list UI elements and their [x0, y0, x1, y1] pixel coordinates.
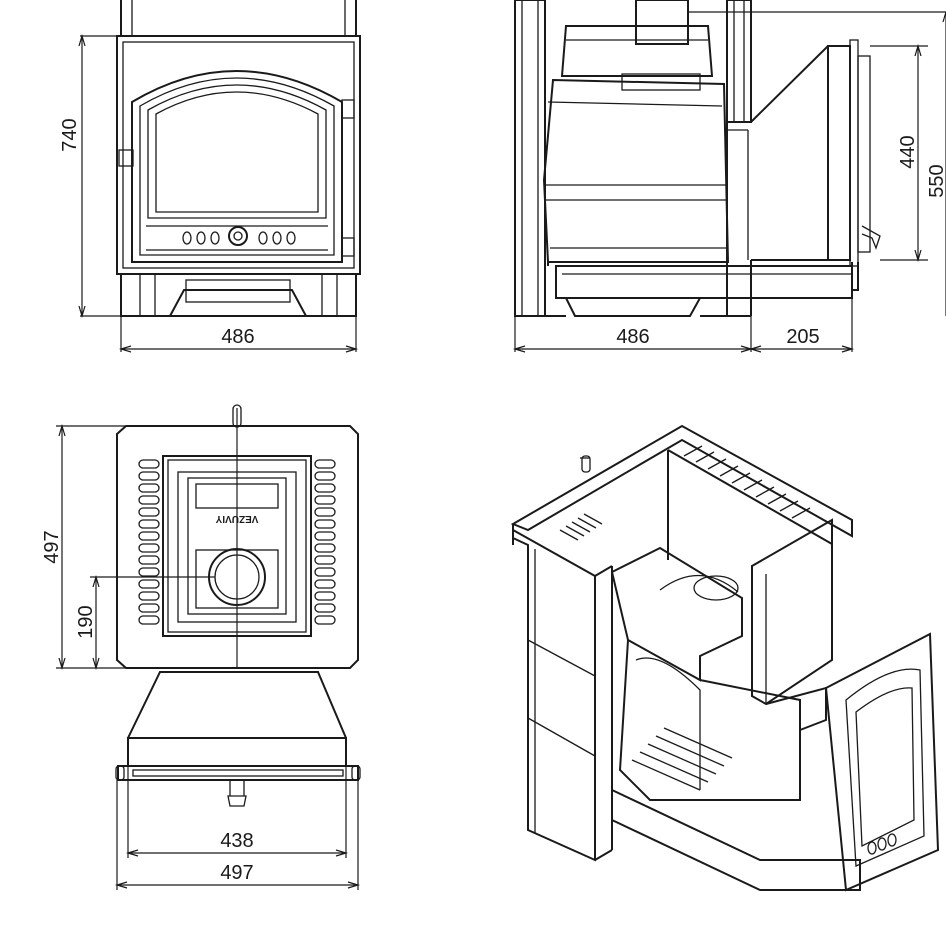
tunnel-height-label: 550	[926, 164, 946, 197]
front-view: 740 486	[59, 0, 361, 353]
inner-width-label: 438	[220, 830, 253, 852]
side-view: 486 205 440 550	[512, 0, 946, 353]
firebox-top	[162, 455, 312, 637]
top-view: VEZUVIY 497 190	[41, 404, 361, 890]
isometric-view	[510, 424, 940, 892]
firebox-body	[542, 78, 730, 263]
front-height-dimension: 740	[59, 33, 121, 319]
iso-left-column	[512, 528, 596, 862]
door-depth-dimension: 205	[748, 296, 855, 353]
top-plate	[116, 425, 359, 669]
side-base	[555, 265, 853, 299]
fuel-tunnel	[750, 45, 851, 261]
door-depth-label: 205	[786, 326, 819, 348]
brand-plate: VEZUVIY	[215, 513, 258, 524]
ash-pan	[185, 279, 291, 303]
iso-open-door	[824, 632, 940, 892]
front-width-dimension: 486	[118, 316, 359, 353]
fuel-tunnel-top	[127, 671, 347, 739]
inner-width-dimension: 438	[125, 766, 349, 858]
door-glass	[147, 84, 327, 219]
front-door	[131, 70, 343, 263]
iso-base	[611, 788, 861, 891]
front-height-label: 740	[59, 118, 81, 151]
door-height-label: 440	[897, 135, 919, 168]
vent-slots-right	[314, 459, 336, 625]
air-regulator-knob	[228, 226, 248, 246]
iso-slots-left	[559, 513, 603, 541]
front-width-label: 486	[221, 326, 254, 348]
iso-door-vents	[867, 833, 897, 855]
flue-offset-label: 190	[75, 605, 97, 638]
side-wall-left	[514, 0, 546, 317]
tunnel-height-dimension: 550	[926, 11, 946, 316]
iso-top-frame	[510, 424, 853, 538]
vent-slots-left	[138, 459, 160, 625]
side-width-dimension: 486	[512, 316, 754, 353]
iso-firebox-top	[610, 546, 743, 682]
iso-slots-right	[683, 445, 811, 519]
door-top	[117, 765, 359, 781]
door-height-dimension: 440	[870, 43, 928, 263]
door-latch-top	[227, 780, 247, 807]
side-width-label: 486	[616, 326, 649, 348]
iso-firebox-body	[618, 639, 801, 801]
iso-grate	[631, 727, 733, 791]
air-vents	[182, 226, 296, 246]
outer-width-dimension: 497	[114, 780, 361, 890]
top-depth-label: 497	[41, 530, 63, 563]
side-door	[849, 39, 859, 267]
iso-cap-knob	[581, 455, 591, 473]
door-handle	[118, 149, 134, 167]
hinge-bottom	[341, 237, 355, 257]
hinge-top	[341, 99, 355, 119]
chimney-pipe	[635, 0, 689, 45]
flue-offset-dimension: 190	[75, 574, 215, 671]
iso-tunnel	[765, 686, 827, 731]
side-wall-right	[726, 0, 752, 123]
door-latch	[861, 225, 881, 250]
top-depth-dimension: 497	[41, 423, 126, 671]
front-base	[120, 273, 357, 317]
iso-right-column	[751, 518, 833, 706]
outer-width-label: 497	[220, 862, 253, 884]
